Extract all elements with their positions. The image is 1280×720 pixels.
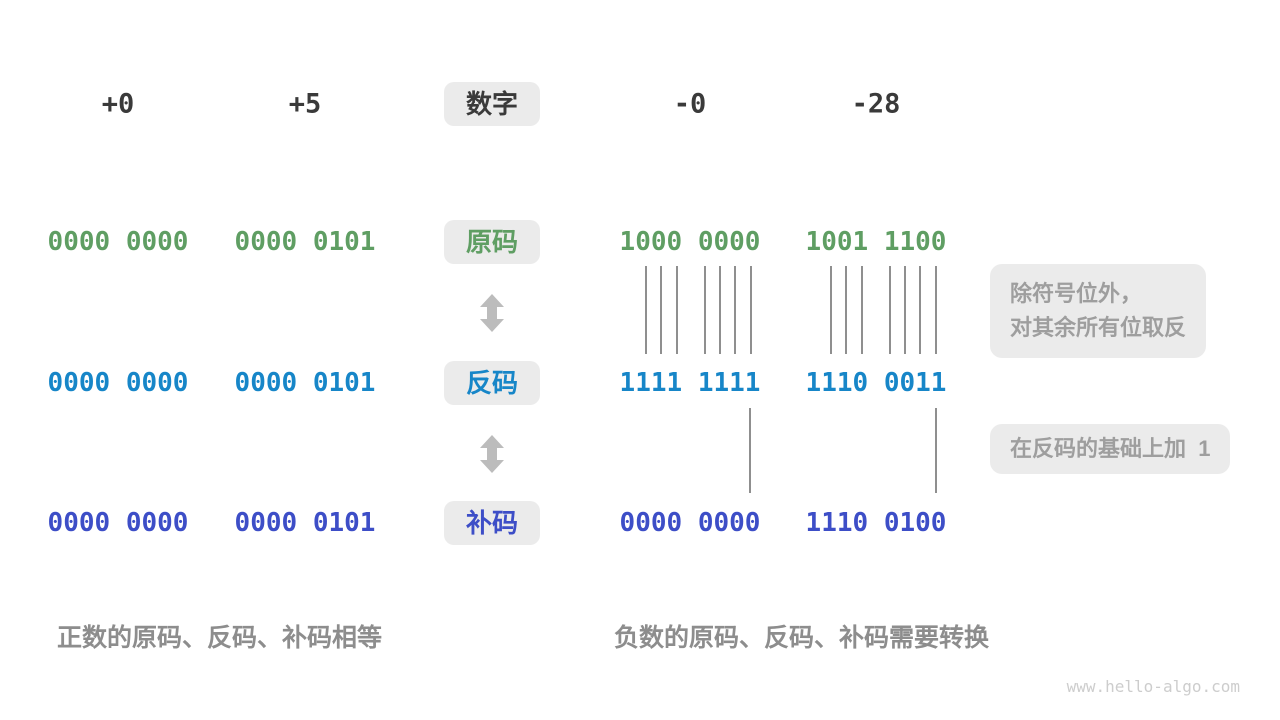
invert-bits-note-line1: 除符号位外，	[1010, 281, 1143, 306]
sign-magnitude-chip: 原码	[443, 220, 541, 264]
twos-complement-plus-five: 0000 0101	[234, 508, 376, 538]
twos-complement-minus-zero: 0000 0000	[619, 508, 761, 538]
sign-magnitude-plus-zero: 0000 0000	[47, 227, 189, 257]
bit-line	[750, 266, 752, 354]
bit-line	[845, 266, 847, 354]
decimal-plus-zero: +0	[101, 88, 135, 120]
bit-line	[919, 266, 921, 354]
bit-line	[830, 266, 832, 354]
bit-line	[861, 266, 863, 354]
watermark: www.hello-algo.com	[1066, 677, 1240, 696]
bit-line	[749, 408, 751, 493]
decimal-plus-five: +5	[288, 88, 322, 120]
ones-complement-chip: 反码	[443, 361, 541, 405]
bit-line	[734, 266, 736, 354]
invert-bits-note-line2: 对其余所有位取反	[1010, 315, 1187, 340]
up-down-arrow-icon	[480, 435, 504, 473]
bit-line	[645, 266, 647, 354]
up-down-arrow-icon	[480, 294, 504, 332]
decimal-minus-28: -28	[851, 88, 901, 120]
decimal-minus-zero: -0	[673, 88, 707, 120]
invert-bits-note: 除符号位外， 对其余所有位取反	[990, 264, 1207, 358]
ones-complement-plus-zero: 0000 0000	[47, 368, 189, 398]
bit-line	[676, 266, 678, 354]
bit-line	[904, 266, 906, 354]
twos-complement-chip: 补码	[443, 501, 541, 545]
ones-complement-minus-28: 1110 0011	[805, 368, 947, 398]
twos-complement-plus-zero: 0000 0000	[47, 508, 189, 538]
number-header-chip: 数字	[443, 82, 541, 126]
bit-line	[660, 266, 662, 354]
sign-magnitude-plus-five: 0000 0101	[234, 227, 376, 257]
bit-line	[935, 408, 937, 493]
sign-magnitude-minus-zero: 1000 0000	[619, 227, 761, 257]
sign-magnitude-minus-28: 1001 1100	[805, 227, 947, 257]
positive-numbers-caption: 正数的原码、反码、补码相等	[57, 624, 383, 652]
twos-complement-minus-28: 1110 0100	[805, 508, 947, 538]
ones-complement-plus-five: 0000 0101	[234, 368, 376, 398]
bit-line	[704, 266, 706, 354]
bit-line	[719, 266, 721, 354]
add-one-note: 在反码的基础上加 1	[990, 424, 1231, 474]
bit-line	[889, 266, 891, 354]
negative-numbers-caption: 负数的原码、反码、补码需要转换	[614, 624, 990, 652]
ones-complement-minus-zero: 1111 1111	[619, 368, 761, 398]
bit-line	[935, 266, 937, 354]
